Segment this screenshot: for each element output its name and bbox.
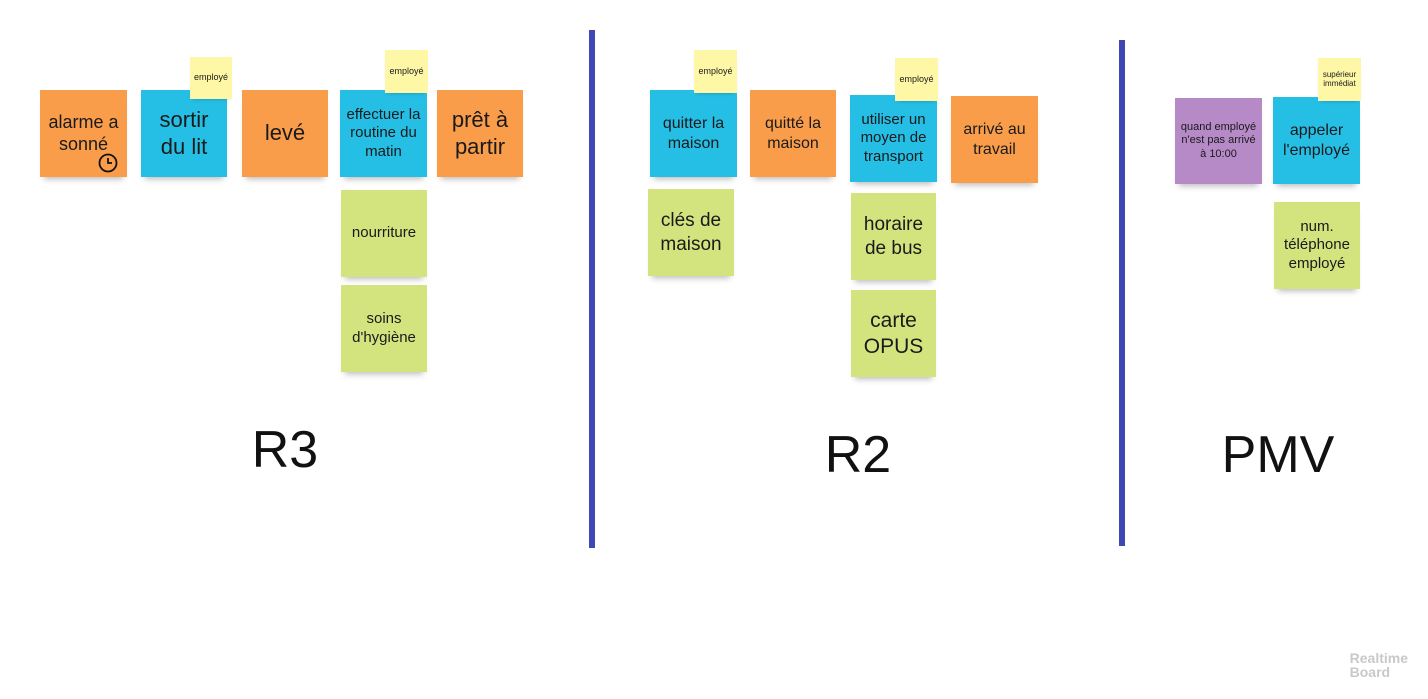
sticky-horaire-label: horaire de bus xyxy=(863,214,924,259)
sticky-transport[interactable]: utiliser un moyen de transport xyxy=(850,95,937,182)
sticky-quitte[interactable]: quitté la maison xyxy=(750,90,836,177)
realtimeboard-logo: Realtime Board xyxy=(1350,651,1408,679)
logo-line-1: Realtime xyxy=(1349,650,1408,666)
sticky-pret-label: prêt à partir xyxy=(451,106,509,159)
release-title-pmv: PMV xyxy=(1221,426,1335,484)
release-divider-2 xyxy=(1119,40,1125,546)
sticky-carte-label: carte OPUS xyxy=(863,308,924,358)
sticky-alarme-label: alarme a sonné xyxy=(48,111,119,154)
sticky-arrive[interactable]: arrivé au travail xyxy=(951,96,1038,183)
sticky-quand-label: quand employé n'est pas arrivé à 10:00 xyxy=(1180,120,1257,160)
sticky-soins[interactable]: soins d'hygiène xyxy=(341,285,427,372)
actor-tag-label: employé xyxy=(389,65,424,76)
release-title-r3: R3 xyxy=(251,421,319,479)
actor-tag-label: supérieur immédiat xyxy=(1322,69,1357,88)
sticky-leve-label: levé xyxy=(264,120,306,146)
sticky-routine-label: effectuer la routine du matin xyxy=(346,106,421,160)
sticky-num-label: num. téléphone employé xyxy=(1284,218,1350,272)
sticky-cles-label: clés de maison xyxy=(660,210,722,255)
sticky-appeler-label: appeler l'employé xyxy=(1282,121,1351,159)
sticky-appeler[interactable]: appeler l'employé xyxy=(1273,97,1360,184)
sticky-horaire[interactable]: horaire de bus xyxy=(851,193,936,280)
sticky-nourriture-label: nourriture xyxy=(351,224,417,242)
sticky-pret[interactable]: prêt à partir xyxy=(437,90,523,177)
logo-line-2: Board xyxy=(1349,664,1391,680)
sticky-alarme[interactable]: alarme a sonné xyxy=(40,90,127,177)
actor-tag-employe[interactable]: employé xyxy=(385,50,428,93)
sticky-carte[interactable]: carte OPUS xyxy=(851,290,936,377)
actor-tag-employe[interactable]: employé xyxy=(190,57,232,99)
sticky-sortir-label: sortir du lit xyxy=(159,106,209,159)
release-divider-1 xyxy=(589,30,595,548)
sticky-sortir[interactable]: sortir du lit xyxy=(141,90,227,177)
sticky-num[interactable]: num. téléphone employé xyxy=(1274,202,1360,289)
sticky-nourriture[interactable]: nourriture xyxy=(341,190,427,277)
actor-tag-superieur[interactable]: supérieur immédiat xyxy=(1318,58,1361,101)
sticky-leve[interactable]: levé xyxy=(242,90,328,177)
actor-tag-label: employé xyxy=(193,72,229,83)
sticky-transport-label: utiliser un moyen de transport xyxy=(860,111,927,165)
sticky-quitter[interactable]: quitter la maison xyxy=(650,90,737,177)
sticky-soins-label: soins d'hygiène xyxy=(352,310,416,346)
sticky-quitter-label: quitter la maison xyxy=(662,114,725,152)
sticky-routine[interactable]: effectuer la routine du matin xyxy=(340,90,427,177)
release-title-r2: R2 xyxy=(824,426,892,484)
actor-tag-employe[interactable]: employé xyxy=(694,50,737,93)
clock-icon xyxy=(98,153,118,173)
actor-tag-label: employé xyxy=(899,73,934,84)
sticky-cles[interactable]: clés de maison xyxy=(648,189,734,276)
sticky-arrive-label: arrivé au travail xyxy=(963,120,1026,158)
sticky-quitte-label: quitté la maison xyxy=(764,114,822,152)
sticky-quand[interactable]: quand employé n'est pas arrivé à 10:00 xyxy=(1175,98,1262,184)
actor-tag-employe[interactable]: employé xyxy=(895,58,938,101)
actor-tag-label: employé xyxy=(698,65,733,76)
